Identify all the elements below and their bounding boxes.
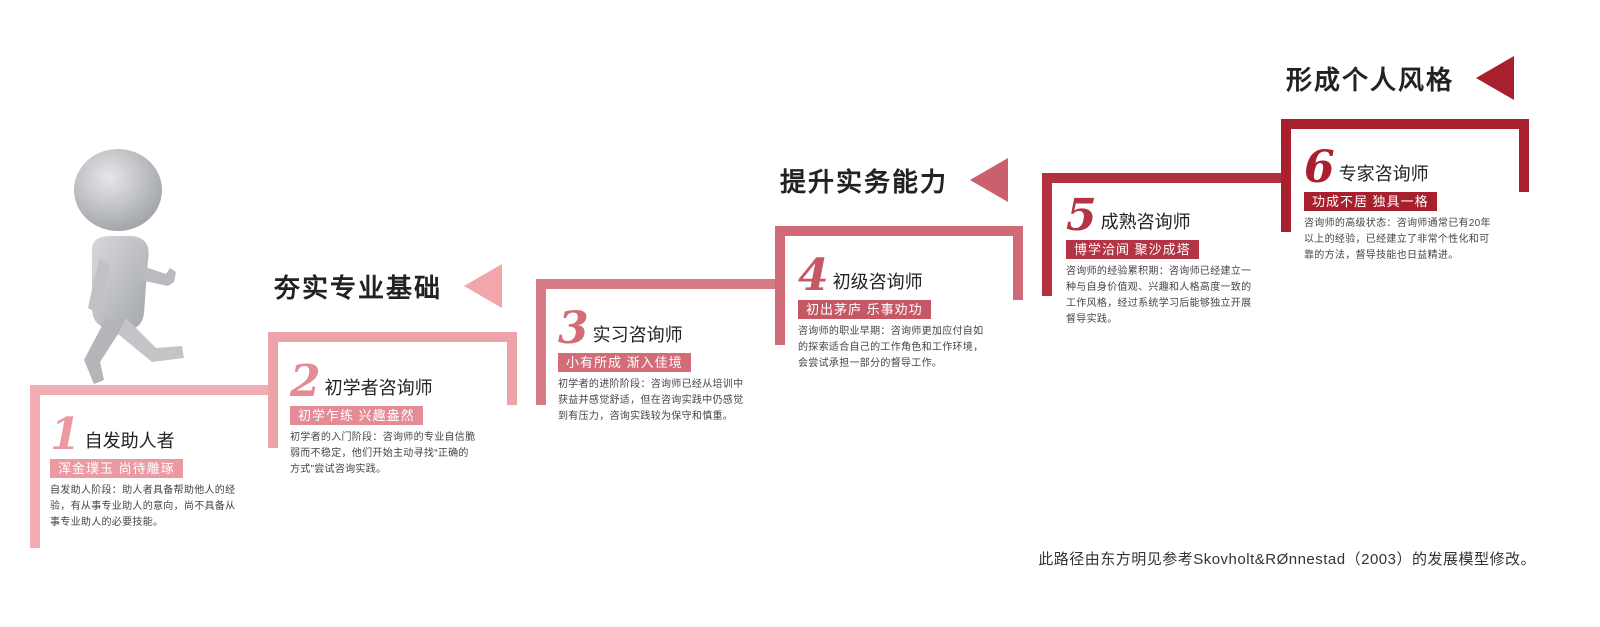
stage-name: 初学者咨询师 bbox=[324, 378, 433, 399]
stage-tag: 初出茅庐 乐事劝功 bbox=[798, 300, 931, 319]
stage-description: 初学者的进阶阶段：咨询师已经从培训中 获益并感觉舒适，但在咨询实践中仍感觉 到有… bbox=[558, 379, 744, 422]
stage-number: 5 bbox=[1066, 190, 1097, 241]
stage-1: 1 自发助人者 浑金璞玉 尚待雕琢 自发助人阶段：助人者具备帮助他人的经 验，有… bbox=[50, 409, 236, 531]
stage-number: 4 bbox=[798, 250, 829, 301]
step-2 bbox=[268, 332, 517, 448]
source-footnote: 此路径由东方明见参考Skovholt&RØnnestad（2003）的发展模型修… bbox=[1038, 551, 1536, 568]
stage-number: 1 bbox=[50, 409, 81, 460]
stage-title: 4 初级咨询师 bbox=[798, 250, 983, 301]
stage-tag: 小有所成 渐入佳境 bbox=[558, 353, 691, 372]
stage-6: 6 专家咨询师 功成不居 独具一格 咨询师的高级状态：咨询师通常已有20年 以上… bbox=[1304, 142, 1491, 264]
stage-tag: 博学洽闻 聚沙成塔 bbox=[1066, 240, 1199, 259]
stage-3: 3 实习咨询师 小有所成 渐入佳境 初学者的进阶阶段：咨询师已经从培训中 获益并… bbox=[558, 303, 744, 425]
stage-title: 5 成熟咨询师 bbox=[1066, 190, 1251, 241]
stage-description: 咨询师的经验累积期：咨询师已经建立一 种与自身价值观、兴趣和人格高度一致的 工作… bbox=[1066, 266, 1252, 325]
stage-tag: 初学乍练 兴趣盎然 bbox=[290, 406, 423, 425]
phase-label-1: 夯实专业基础 bbox=[274, 264, 503, 308]
stage-number: 6 bbox=[1304, 142, 1335, 193]
stage-5: 5 成熟咨询师 博学洽闻 聚沙成塔 咨询师的经验累积期：咨询师已经建立一 种与自… bbox=[1066, 190, 1252, 328]
walking-person-figure bbox=[74, 149, 184, 384]
stage-name: 成熟咨询师 bbox=[1100, 212, 1191, 233]
stage-title: 1 自发助人者 bbox=[50, 409, 235, 460]
stage-description: 初学者的入门阶段：咨询师的专业自信脆 弱而不稳定，他们开始主动寻找“正确的 方式… bbox=[290, 432, 476, 475]
stage-name: 初级咨询师 bbox=[832, 272, 923, 293]
stage-name: 实习咨询师 bbox=[592, 325, 683, 346]
stage-tag: 功成不居 独具一格 bbox=[1304, 192, 1437, 211]
phase-label-2: 提升实务能力 bbox=[780, 158, 1009, 202]
stage-name: 自发助人者 bbox=[84, 431, 175, 452]
stage-description: 咨询师的职业早期：咨询师更加应付自如 的探索适合自己的工作角色和工作环境， 会尝… bbox=[798, 326, 984, 369]
stage-title: 2 初学者咨询师 bbox=[290, 356, 475, 407]
stage-tag: 浑金璞玉 尚待雕琢 bbox=[50, 459, 183, 478]
left-arrow-icon bbox=[464, 264, 503, 308]
phase-text: 夯实专业基础 bbox=[274, 273, 443, 304]
stage-description: 自发助人阶段：助人者具备帮助他人的经 验，有从事专业助人的意向，尚不具备从 事专… bbox=[50, 485, 236, 528]
stage-name: 专家咨询师 bbox=[1338, 164, 1429, 185]
stage-4: 4 初级咨询师 初出茅庐 乐事劝功 咨询师的职业早期：咨询师更加应付自如 的探索… bbox=[798, 250, 984, 372]
phase-text: 形成个人风格 bbox=[1286, 65, 1455, 96]
stage-description: 咨询师的高级状态：咨询师通常已有20年 以上的经验，已经建立了非常个性化和可 靠… bbox=[1304, 218, 1491, 261]
left-arrow-icon bbox=[1476, 56, 1515, 100]
stage-title: 3 实习咨询师 bbox=[558, 303, 743, 354]
stage-title: 6 专家咨询师 bbox=[1304, 142, 1491, 193]
stage-number: 2 bbox=[290, 356, 321, 407]
step-4 bbox=[775, 226, 1023, 345]
left-arrow-icon bbox=[970, 158, 1009, 202]
phase-label-3: 形成个人风格 bbox=[1286, 56, 1515, 100]
stage-number: 3 bbox=[558, 303, 589, 354]
step-6 bbox=[1281, 119, 1529, 232]
phase-text: 提升实务能力 bbox=[780, 167, 949, 198]
stage-2: 2 初学者咨询师 初学乍练 兴趣盎然 初学者的入门阶段：咨询师的专业自信脆 弱而… bbox=[290, 356, 476, 478]
